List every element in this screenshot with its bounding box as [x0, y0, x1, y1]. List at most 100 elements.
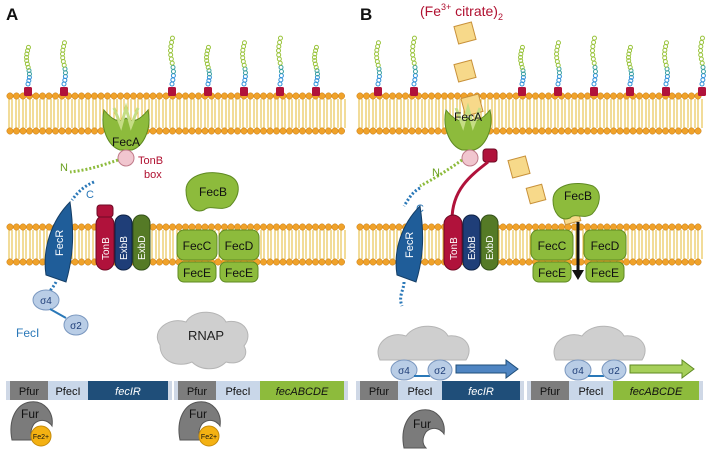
- tonb-label-b: TonB: [449, 237, 460, 260]
- tonb-linker-b: [450, 160, 489, 221]
- lps-chain: [590, 35, 598, 96]
- pfur-label-b1: Pfur: [369, 386, 390, 398]
- pfur-label-a1: Pfur: [19, 386, 40, 398]
- fece-2-b: [585, 261, 625, 283]
- sigma4-a: [32, 289, 60, 311]
- fecr-b: [395, 204, 424, 283]
- lps-chain: [168, 35, 176, 96]
- tonb-box-label-2-a: box: [144, 169, 162, 181]
- exbd-label-a: ExbD: [137, 236, 148, 260]
- fe2-ion-a1: [30, 425, 52, 447]
- ferric-citrate-molecules: [453, 21, 582, 226]
- feca-receptor-b: FecA: [444, 102, 492, 151]
- feca-label-b: FecA: [454, 110, 482, 124]
- fur-label-b: Fur: [413, 417, 431, 431]
- pfur-box-b1: [360, 381, 398, 400]
- outer-membrane-a: [6, 92, 346, 135]
- sigma-linker-a: [49, 308, 67, 319]
- sigma2-a: [63, 314, 89, 336]
- pfur-box-b2: [531, 381, 569, 400]
- citrate-molecule-2: [453, 59, 477, 83]
- fecc-label-a: FecC: [183, 239, 212, 253]
- transcription-arrow-fecir: [455, 359, 519, 379]
- fece-2-label-b: FecE: [591, 266, 619, 280]
- tonb-label-a: TonB: [101, 237, 112, 260]
- fecd-a: [218, 229, 260, 261]
- exbb-a: [114, 214, 133, 271]
- dna-fecir-a: Pfur PfecI fecIR: [6, 381, 172, 400]
- feca-n-terminus-a: [69, 158, 119, 174]
- feca-receptor-a: FecA: [102, 102, 150, 151]
- pfeci-box-b2: [569, 381, 613, 400]
- fecir-label-b: fecIR: [468, 386, 494, 398]
- outer-membrane-b: [356, 92, 703, 135]
- sigma2-b2: [601, 359, 627, 381]
- fur-label-a1: Fur: [21, 407, 39, 421]
- citrate-molecule-4: [507, 155, 531, 179]
- lps-chain: [240, 40, 248, 96]
- dna-fecir-b: Pfur PfecI fecIR: [356, 381, 524, 400]
- dna-fecabcde-a: Pfur PfecI fecABCDE: [174, 381, 348, 400]
- lps-chain: [60, 40, 68, 96]
- panel-a-letter: A: [6, 5, 18, 24]
- tonb-box-b: [461, 149, 479, 167]
- fecir-gene-a: [88, 381, 168, 400]
- pfur-box-a2: [178, 381, 216, 400]
- pfeci-label-b1: PfecI: [407, 386, 432, 398]
- fecd-b: [583, 229, 627, 261]
- n-terminus-label-b: N: [432, 167, 440, 179]
- lps-chain: [662, 40, 670, 96]
- fecd-label-b: FecD: [591, 239, 620, 253]
- fece-2-a: [219, 261, 259, 283]
- transport-arrow-head: [572, 270, 584, 280]
- fur-repressor-a2: Fur Fe2+: [178, 401, 221, 447]
- lps-chain: [410, 35, 418, 96]
- fe2-label-a2: Fe2+: [201, 434, 217, 441]
- ferric-citrate-title: (Fe3+ citrate)2: [420, 2, 503, 22]
- tonb-b: [443, 214, 463, 271]
- tonb-cap-a: [96, 204, 114, 218]
- pfeci-box-a2: [216, 381, 260, 400]
- fece-2-label-a: FecE: [225, 266, 253, 280]
- sigma2-b1: [427, 359, 453, 381]
- fe2-label-a1: Fe2+: [33, 434, 49, 441]
- fecir-gene-b: [442, 381, 520, 400]
- lps-chain: [276, 35, 284, 96]
- sigma2-label-a: σ2: [70, 321, 82, 332]
- exbd-b: [480, 214, 499, 271]
- n-terminus-label-a: N: [60, 162, 68, 174]
- feca-n-terminus-b: [419, 158, 463, 188]
- rnap-a: [157, 311, 249, 370]
- fecb-b: [552, 183, 600, 220]
- tonb-tip-b: [482, 148, 498, 163]
- fece-1-a: [177, 261, 217, 283]
- sigma4-label-a: σ4: [40, 296, 52, 307]
- fecc-b: [530, 229, 574, 261]
- rnap-b2: [553, 325, 646, 361]
- exbb-b: [462, 214, 481, 271]
- dna-fecabcde-b: Pfur PfecI fecABCDE: [527, 381, 703, 400]
- transcription-arrow-fecabcde: [629, 359, 695, 379]
- pfeci-label-b2: PfecI: [578, 386, 603, 398]
- lps-chains: [24, 35, 706, 96]
- fecr-tail-b: [399, 281, 406, 307]
- fecabcde-label-a: fecABCDE: [276, 386, 329, 398]
- pfeci-box-b1: [398, 381, 442, 400]
- sigma4-b2: [564, 359, 592, 381]
- pfur-label-b2: Pfur: [540, 386, 561, 398]
- fur-label-a2: Fur: [189, 407, 207, 421]
- sigma2-label-b2: σ2: [608, 366, 620, 377]
- fecr-label-b: FecR: [404, 232, 416, 258]
- lps-chain: [312, 44, 320, 96]
- sigma4-b1: [390, 359, 418, 381]
- lps-chain: [204, 44, 212, 96]
- fecb-label-a: FecB: [199, 185, 227, 199]
- fecabcde-gene-a: [260, 381, 344, 400]
- pfur-label-a2: Pfur: [187, 386, 208, 398]
- tonb-box-label-1-a: TonB: [138, 155, 163, 167]
- panel-b-letter: B: [360, 5, 372, 24]
- fecb-a: [185, 172, 239, 212]
- fecabcde-gene-b: [613, 381, 699, 400]
